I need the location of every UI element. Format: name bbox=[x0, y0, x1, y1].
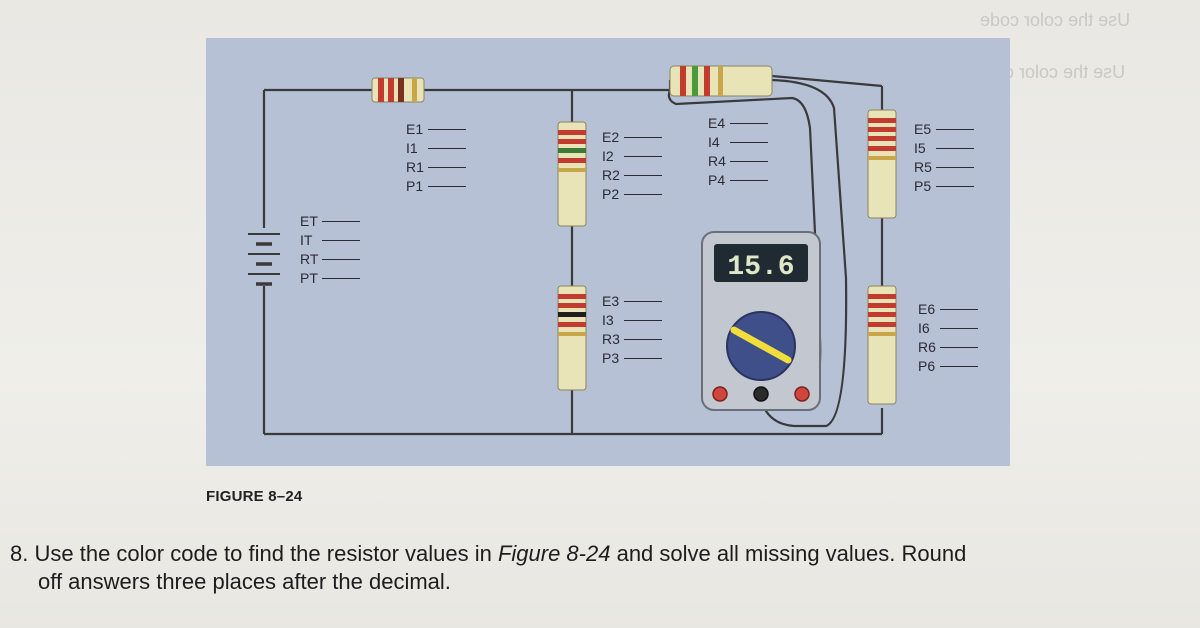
label-i3: I3 bbox=[602, 312, 614, 328]
label-e2: E2 bbox=[602, 129, 620, 145]
label-e6: E6 bbox=[918, 301, 936, 317]
jack-red-left bbox=[712, 386, 728, 402]
r5-labels: E5 I5 R5 P5 bbox=[914, 120, 974, 196]
circuit-diagram: 15.6 bbox=[248, 65, 897, 436]
question-line1-pre: Use the color code to find the resistor … bbox=[34, 541, 498, 566]
question-text: 8. Use the color code to find the resist… bbox=[10, 540, 1190, 596]
r6-labels: E6 I6 R6 P6 bbox=[918, 300, 978, 376]
r2-labels: E2 I2 R2 P2 bbox=[602, 128, 662, 204]
figure-panel: 15.6 ET IT RT PT E1 I1 R1 P1 E2 I2 R2 P2… bbox=[206, 38, 1010, 466]
label-r3: R3 bbox=[602, 331, 620, 347]
wires bbox=[262, 74, 884, 436]
label-i6: I6 bbox=[918, 320, 930, 336]
label-p3: P3 bbox=[602, 350, 620, 366]
label-e3: E3 bbox=[602, 293, 620, 309]
label-i4: I4 bbox=[708, 134, 720, 150]
label-e4: E4 bbox=[708, 115, 726, 131]
figure-caption: FIGURE 8–24 bbox=[206, 488, 303, 505]
resistor-r2 bbox=[557, 121, 587, 227]
label-et: ET bbox=[300, 213, 318, 229]
resistor-r4 bbox=[669, 65, 773, 97]
r3-labels: E3 I3 R3 P3 bbox=[602, 292, 662, 368]
label-r1: R1 bbox=[406, 159, 424, 175]
multimeter: 15.6 bbox=[701, 231, 821, 411]
battery-labels: ET IT RT PT bbox=[300, 212, 361, 288]
label-r6: R6 bbox=[918, 339, 936, 355]
label-r2: R2 bbox=[602, 167, 620, 183]
jack-red-right bbox=[794, 386, 810, 402]
question-number: 8. bbox=[10, 541, 29, 566]
label-pt: PT bbox=[300, 270, 318, 286]
label-i2: I2 bbox=[602, 148, 614, 164]
question-line2: off answers three places after the decim… bbox=[38, 569, 451, 594]
label-i5: I5 bbox=[914, 140, 926, 156]
resistor-r6 bbox=[867, 285, 897, 405]
question-figure-ref: Figure 8-24 bbox=[497, 541, 611, 566]
r4-labels: E4 I4 R4 P4 bbox=[708, 114, 768, 190]
label-e1: E1 bbox=[406, 121, 424, 137]
label-rt: RT bbox=[300, 251, 319, 267]
jack-black bbox=[753, 386, 769, 402]
resistor-r5 bbox=[867, 109, 897, 219]
label-p5: P5 bbox=[914, 178, 932, 194]
label-it: IT bbox=[300, 232, 313, 248]
r1-labels: E1 I1 R1 P1 bbox=[406, 120, 466, 196]
label-r4: R4 bbox=[708, 153, 726, 169]
label-i1: I1 bbox=[406, 140, 418, 156]
label-e5: E5 bbox=[914, 121, 932, 137]
resistor-r3 bbox=[557, 285, 587, 391]
meter-display: 15.6 bbox=[727, 252, 794, 283]
label-p1: P1 bbox=[406, 178, 424, 194]
label-r5: R5 bbox=[914, 159, 932, 175]
question-line1-post: and solve all missing values. Round bbox=[610, 541, 967, 566]
resistor-r1 bbox=[371, 77, 425, 103]
label-p6: P6 bbox=[918, 358, 936, 374]
label-p4: P4 bbox=[708, 172, 726, 188]
label-p2: P2 bbox=[602, 186, 620, 202]
battery-symbol bbox=[248, 233, 280, 286]
ghost-text-1: Use the color code bbox=[980, 10, 1131, 30]
